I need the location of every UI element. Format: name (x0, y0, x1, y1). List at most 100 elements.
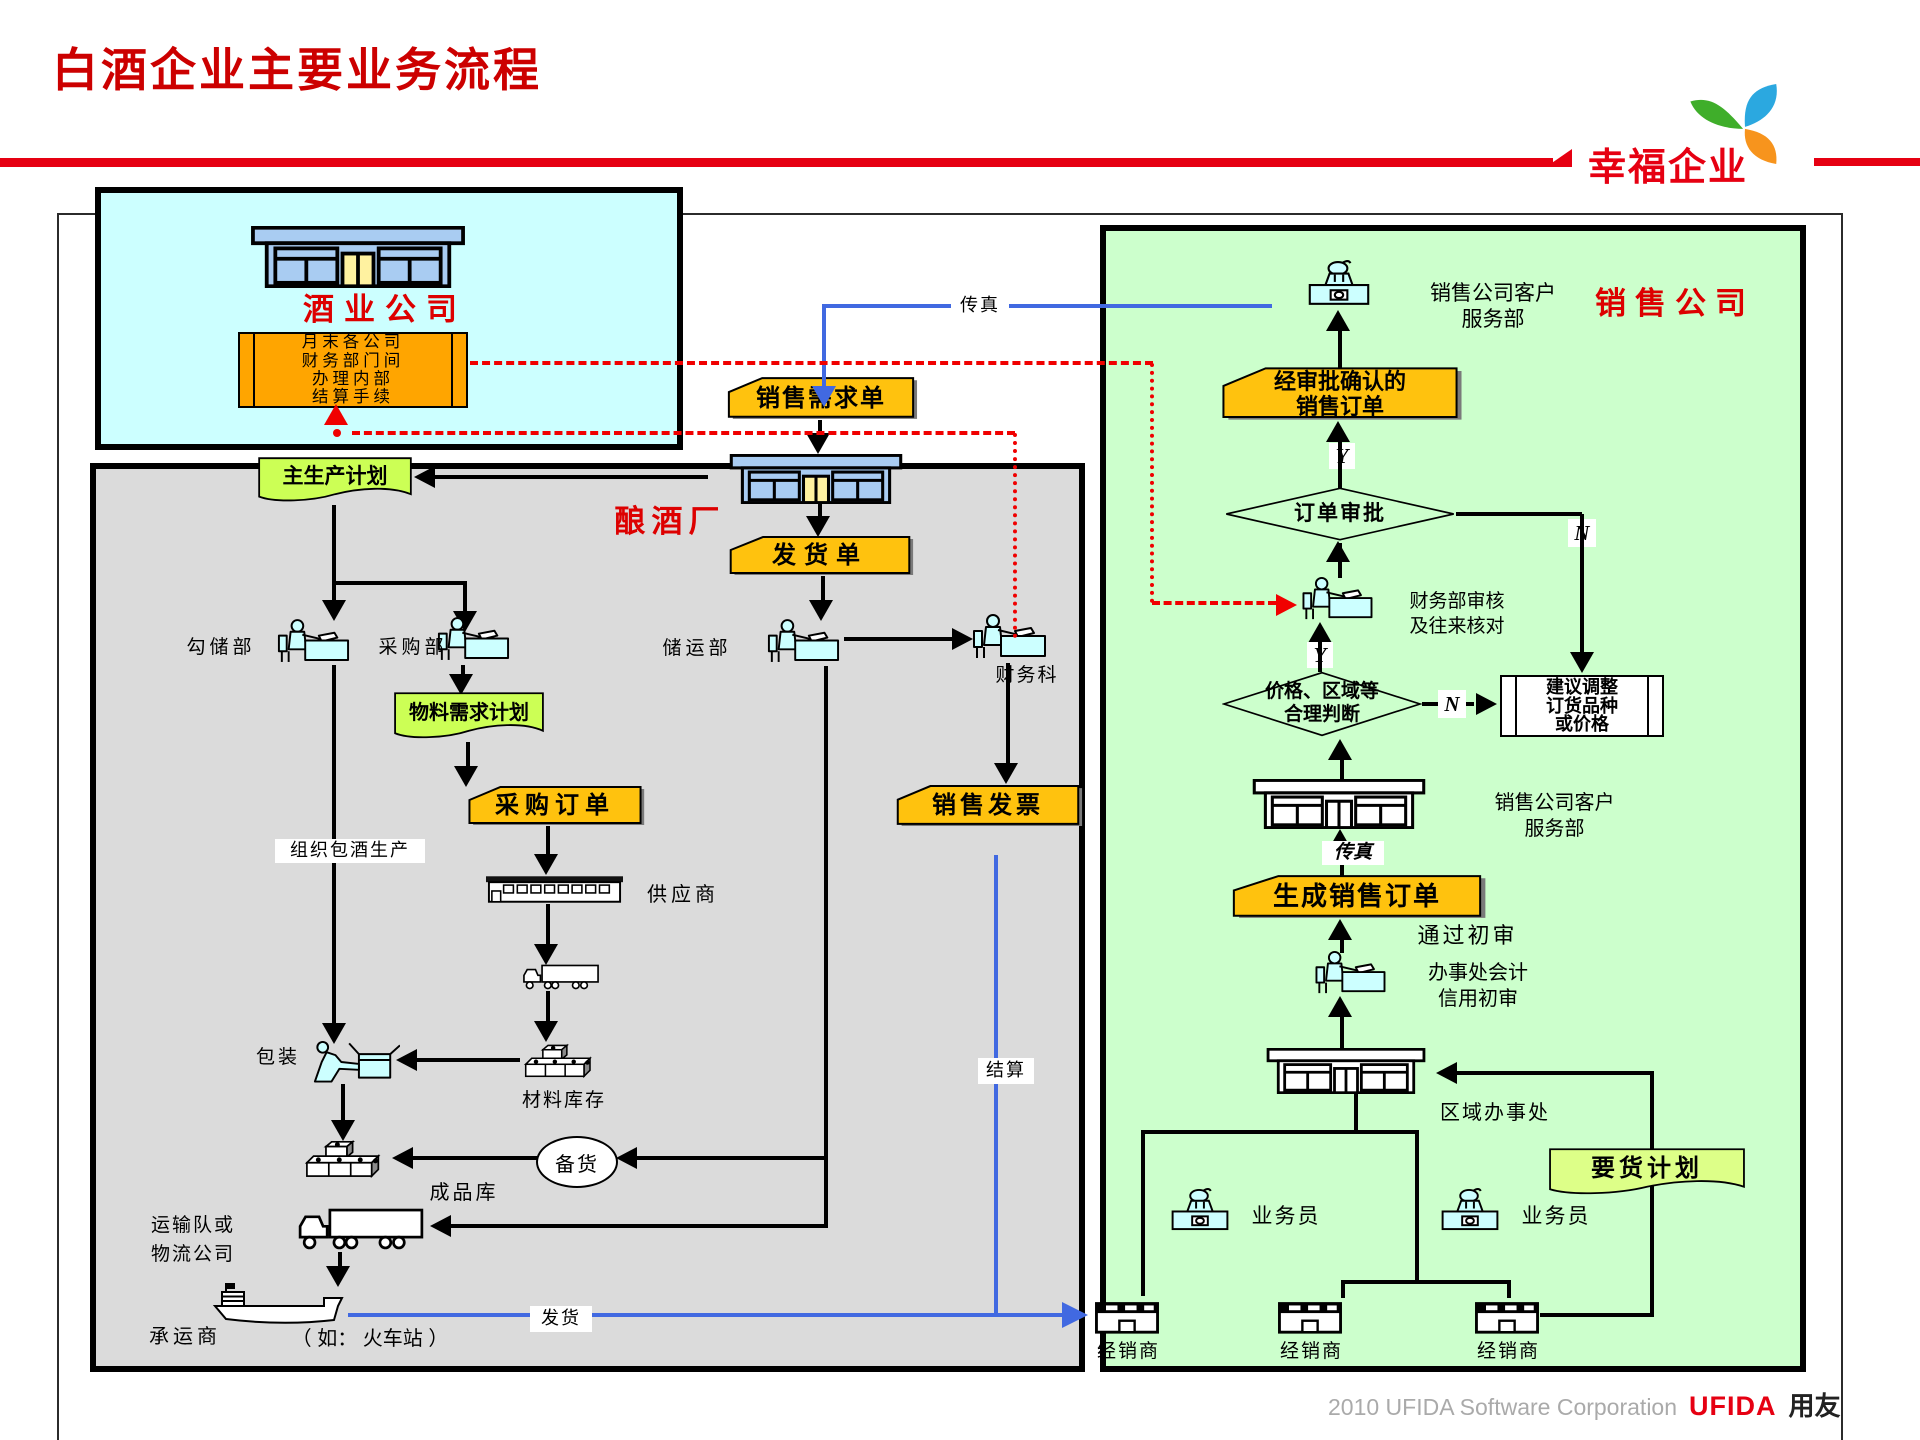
edge-delivery-down (821, 576, 825, 602)
tree-v-left (1141, 1130, 1145, 1296)
transport-truck-icon (290, 1206, 432, 1252)
settlement-dot (333, 429, 341, 437)
edge-demand-to-factory (818, 420, 822, 434)
dealer-1-label: 经销商 (1096, 1341, 1160, 1362)
edge-plan-branch-v (463, 585, 467, 613)
cs-mid-building-icon (1226, 779, 1452, 829)
tree-h2 (1341, 1280, 1511, 1284)
fax-line-v (822, 304, 826, 388)
supplier-warehouse-icon (486, 876, 623, 904)
dealer-2-label: 经销商 (1279, 1341, 1343, 1362)
finance-review-label: 财务部审核 及往来核对 (1409, 591, 1505, 637)
edge-n1-arrow (1570, 652, 1594, 673)
regional-office-building-icon (1258, 1048, 1434, 1094)
edge-demandplan-h (1456, 1071, 1652, 1075)
edge-csmid-up-line (1340, 759, 1344, 779)
cs-counter-icon (1280, 260, 1398, 308)
region-brewery-label: 酿酒厂 (614, 504, 726, 539)
edge-storage-to-finance (844, 637, 956, 641)
edge-truck-to-ship (338, 1252, 342, 1268)
liquor-company-building-icon (222, 226, 494, 288)
dashed-flow-1-v (1150, 363, 1154, 603)
header-rule-right (1814, 158, 1920, 166)
edge-to-stockup (636, 1156, 826, 1160)
material-plan: 物料需求计划 (392, 692, 546, 742)
office-credit-desk-icon (1310, 950, 1390, 996)
carrier-ship-icon (212, 1282, 352, 1326)
edge-factory-to-plan (430, 475, 708, 479)
organize-production-label: 组织包酒生产 (275, 839, 425, 863)
edge-demandplan-v (1650, 1071, 1654, 1317)
tree-office-down (1354, 1094, 1358, 1134)
settlement-note-box: 月末各公司 财务部门间 办理内部 结算手续 (238, 332, 468, 408)
inbound-truck-icon (516, 963, 606, 991)
salesman-2-icon (1440, 1188, 1500, 1233)
dashed-flow-2-v (1013, 433, 1017, 638)
fax-arrow-down (812, 386, 836, 407)
edge-production-arrow (322, 1023, 346, 1044)
dealer-2-store-icon (1276, 1294, 1344, 1336)
tree-v-right (1415, 1130, 1419, 1282)
edge-pack-down-arrow (331, 1120, 355, 1141)
edge-y2-arrow (1308, 622, 1332, 643)
edge-office-up-line (1340, 1015, 1344, 1050)
edge-plan-arrow-left (322, 600, 346, 621)
dept-purchasing-label: 采购部 (378, 637, 448, 658)
shipping-label: 发货 (530, 1306, 592, 1332)
edge-demandplan-bottom (1540, 1313, 1652, 1317)
edge-storage-to-finance-arrow (952, 628, 973, 650)
edge-to-transport (450, 1224, 826, 1228)
packer-icon (310, 1038, 400, 1084)
adjust-suggestion-text: 建议调整 订货品种 或价格 (1546, 676, 1618, 735)
edge-gen-up-line (1340, 938, 1344, 953)
edge-truck-down-arrow (534, 1021, 558, 1042)
edge-n2-arrow (1476, 693, 1497, 715)
footer-brand-cn: 用友 (1788, 1391, 1841, 1421)
edge-approved-up (1338, 330, 1342, 368)
logo-text: 幸福企业 (1588, 147, 1749, 189)
yes-1-label: Y (1329, 443, 1355, 469)
edge-po-down (546, 826, 550, 856)
adjust-suggestion-box: 建议调整 订货品种 或价格 (1500, 675, 1664, 737)
pass-initial-review-label: 通过初审 (1417, 923, 1518, 948)
stock-up-ellipse: 备货 (536, 1136, 618, 1188)
edge-mrp-down-arrow (454, 766, 478, 787)
edge-approved-up-arrow (1326, 310, 1350, 331)
dealer-3-label: 经销商 (1476, 1341, 1540, 1362)
edge-purch-down-arrow (449, 674, 473, 695)
edge-plan-branch-h (332, 581, 467, 585)
dealer-3-store-icon (1473, 1294, 1541, 1336)
settlement-note-text: 月末各公司 财务部门间 办理内部 结算手续 (301, 333, 405, 407)
edge-pack-down (341, 1084, 345, 1124)
dept-finance-label: 财务科 (995, 665, 1059, 686)
footer-copyright: 2010 UFIDA Software Corporation (1328, 1394, 1678, 1420)
master-production-plan: 主生产计划 (256, 457, 414, 505)
footer: 2010 UFIDA Software Corporation UFIDA 用友 (1328, 1386, 1841, 1423)
carrier-label: 承运商 (149, 1326, 221, 1348)
edge-to-stockup-arrow (616, 1147, 637, 1169)
dept-storage-label: 储运部 (662, 638, 732, 659)
material-inventory-label: 材料库存 (521, 1090, 606, 1111)
tree-v-d3 (1507, 1280, 1511, 1298)
transport-team-label: 运输队或 物流公司 (150, 1215, 235, 1265)
edge-material-to-pack-arrow (396, 1049, 417, 1071)
edge-to-transport-arrow (430, 1215, 451, 1237)
stock-up-label: 备货 (555, 1153, 599, 1176)
settlement-arrow-up (324, 404, 348, 425)
fax-top-label: 传真 (951, 293, 1009, 319)
edge-stock-to-fg (412, 1156, 538, 1160)
page-title: 白酒企业主要业务流程 (52, 44, 542, 96)
edge-truck-to-ship-arrow (326, 1266, 350, 1287)
finished-goods-boxes-icon (301, 1138, 389, 1178)
cs-dept-mid-label: 销售公司客户 服务部 (1494, 792, 1615, 840)
edge-n1-h (1456, 512, 1582, 516)
dept-blending-label: 勾储部 (186, 637, 256, 658)
approved-sales-order: 经审批确认的 销售订单 (1216, 367, 1464, 421)
salesman-1-icon (1170, 1188, 1230, 1233)
delivery-order: 发货单 (725, 536, 915, 576)
dashed-flow-1-h (470, 361, 1153, 365)
edge-y2-line (1318, 642, 1322, 672)
edge-supplier-down-arrow (534, 944, 558, 965)
edge-gen-up-arrow (1328, 919, 1352, 940)
